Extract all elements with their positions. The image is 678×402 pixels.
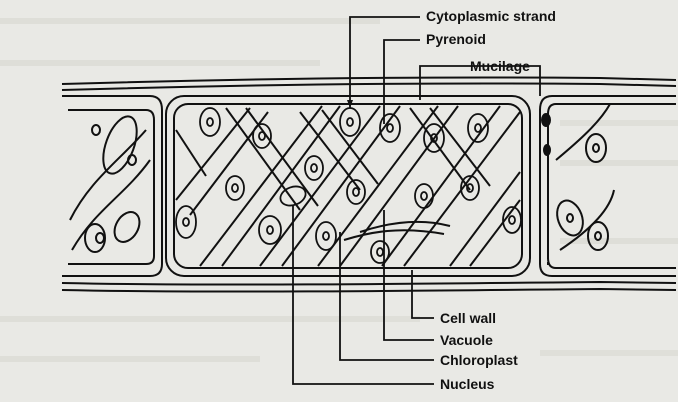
right-partial-cell	[539, 95, 676, 277]
label-nucleus: Nucleus	[440, 376, 495, 392]
strand-markers	[347, 100, 353, 108]
nucleus-body	[279, 185, 307, 207]
label-chloroplast: Chloroplast	[440, 352, 518, 368]
pyrenoids	[175, 107, 522, 264]
background-bleed-texture	[0, 18, 678, 362]
left-partial-cell	[62, 95, 163, 277]
label-mucilage: Mucilage	[470, 58, 530, 74]
leader-lines	[292, 16, 541, 385]
label-vacuole: Vacuole	[440, 332, 493, 348]
label-cytoplasmic-strand: Cytoplasmic strand	[426, 8, 556, 24]
label-pyrenoid: Pyrenoid	[426, 31, 486, 47]
central-cell	[165, 95, 531, 277]
mucilage-sheath	[61, 76, 677, 293]
labels: Cytoplasmic strand Pyrenoid Mucilage Cel…	[426, 8, 556, 392]
label-cell-wall: Cell wall	[440, 310, 496, 326]
